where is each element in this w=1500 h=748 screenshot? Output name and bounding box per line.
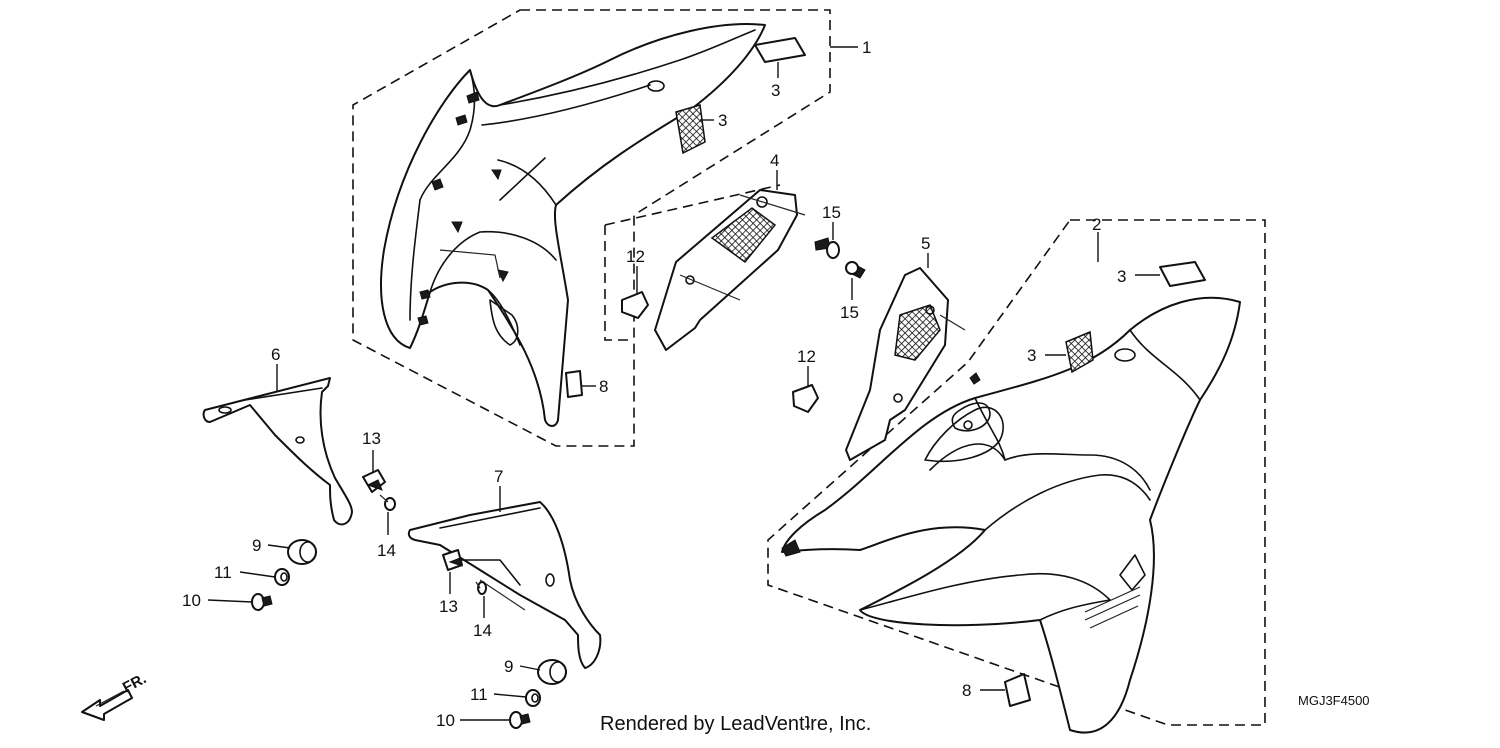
screw-14b — [475, 581, 487, 595]
screw-15a — [814, 237, 840, 259]
part-label-4: 4 — [770, 151, 779, 170]
inner-panel-4 — [654, 189, 806, 351]
part-label-3b: 3 — [718, 111, 727, 130]
bolt-10b — [509, 711, 531, 729]
leader-10a — [207, 599, 253, 603]
lower-bracket-6 — [202, 377, 353, 526]
upper-cowl-left — [380, 23, 766, 427]
part-label-14b: 14 — [473, 621, 492, 640]
part-label-8a: 8 — [599, 377, 608, 396]
washer-11b — [525, 689, 541, 707]
part-label-12b: 12 — [797, 347, 816, 366]
part-label-1: 1 — [862, 38, 871, 57]
nut-13b — [442, 549, 463, 571]
clip-12b — [792, 384, 819, 413]
inner-panel-5 — [845, 267, 966, 461]
part-label-7: 7 — [494, 467, 503, 486]
part-label-9a: 9 — [252, 536, 261, 555]
screw-15b — [845, 261, 866, 279]
part-label-14a: 14 — [377, 541, 396, 560]
leader-9a — [267, 544, 291, 549]
leader-11b — [493, 693, 527, 698]
rubber-mount-9b — [537, 659, 567, 685]
group-boundary-inner-2 — [604, 225, 634, 341]
decal-3a — [754, 37, 806, 63]
rubber-mount-9a — [287, 539, 317, 565]
part-label-2: 2 — [1092, 215, 1101, 234]
diagram-code: MGJ3F4500 — [1298, 693, 1370, 708]
credit-text: Rendered by LeadVentʇre, Inc. — [600, 713, 871, 735]
part-label-11a: 11 — [214, 563, 232, 582]
part-label-10a: 10 — [182, 591, 201, 610]
screw-14a — [379, 494, 396, 511]
part-label-6: 6 — [271, 345, 280, 364]
clip-12a — [621, 291, 649, 319]
part-label-3a: 3 — [771, 81, 780, 100]
part-label-9b: 9 — [504, 657, 513, 676]
part-label-8b: 8 — [962, 681, 971, 700]
washer-11a — [274, 568, 290, 586]
nut-13a — [362, 469, 386, 493]
part-label-12a: 12 — [626, 247, 645, 266]
part-label-3c: 3 — [1117, 267, 1126, 286]
grommet-8a — [565, 370, 583, 398]
part-label-11b: 11 — [470, 685, 488, 704]
leader-9b — [519, 665, 541, 671]
part-label-3d: 3 — [1027, 346, 1036, 365]
group-boundary-2 — [767, 219, 1266, 726]
grommet-8b — [1004, 673, 1031, 707]
part-label-10b: 10 — [436, 711, 455, 730]
leader-11a — [239, 571, 276, 578]
part-label-5: 5 — [921, 234, 930, 253]
bolt-10a — [251, 593, 273, 611]
upper-cowl-right — [781, 296, 1241, 734]
mesh-decal-3d — [1065, 330, 1094, 374]
group-boundary-inner — [604, 184, 781, 226]
decal-3c — [1159, 261, 1206, 287]
part-label-15b: 15 — [840, 303, 859, 322]
mesh-decal-3b — [675, 104, 706, 155]
part-label-13a: 13 — [362, 429, 381, 448]
group-boundary-1 — [352, 9, 831, 447]
part-label-13b: 13 — [439, 597, 458, 616]
lower-bracket-7 — [407, 501, 602, 669]
part-label-15a: 15 — [822, 203, 841, 222]
front-direction-arrow: FR. — [81, 670, 149, 721]
